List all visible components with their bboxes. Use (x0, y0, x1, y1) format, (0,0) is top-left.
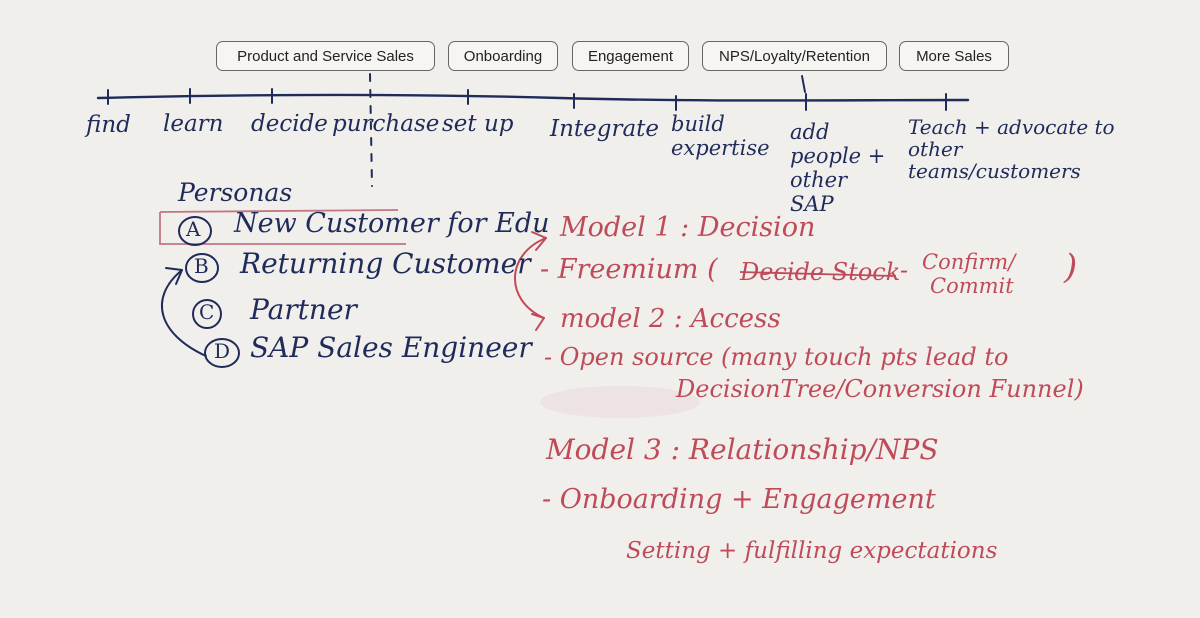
timeline-step-build-expertise: build expertise (671, 112, 770, 160)
timeline-line (96, 93, 970, 102)
stage-pill-more-sales: More Sales (899, 41, 1009, 71)
persona-d-letter: D (214, 339, 231, 363)
persona-a-highlight (159, 209, 406, 245)
model-3-onboarding: - Onboarding + Engagement (542, 484, 936, 515)
model-1-commit: Commit (930, 274, 1014, 298)
stage-pill-engagement: Engagement (572, 41, 689, 71)
model-2-open-source: - Open source (many touch pts lead to (544, 343, 1009, 371)
stage-pill-onboarding: Onboarding (448, 41, 558, 71)
purchase-divider (369, 73, 373, 187)
model-arrow (514, 237, 547, 319)
timeline-ticks (107, 88, 947, 111)
persona-circles (178, 216, 240, 368)
model-2-title: model 2 : Access (560, 304, 781, 334)
timeline-step-teach-advocate: Teach + advocate to other teams/customer… (908, 115, 1115, 183)
stage-pill-product-service-sales: Product and Service Sales (216, 41, 435, 71)
model-3-expectations: Setting + fulfilling expectations (626, 538, 998, 564)
strike-through (739, 271, 897, 277)
persona-a-label: New Customer for Edu (234, 208, 550, 239)
timeline-step-integrate: Integrate (550, 116, 660, 142)
timeline-step-purchase: purchase (332, 111, 440, 137)
persona-a-letter: A (186, 217, 201, 241)
model-1-dash: - (900, 256, 909, 284)
persona-b-label: Returning Customer (240, 247, 531, 280)
timeline-step-decide: decide (251, 111, 328, 137)
model-2-decision-tree: DecisionTree/Conversion Funnel) (676, 375, 1084, 403)
timeline-step-learn: learn (163, 111, 224, 137)
persona-c-letter: C (199, 300, 215, 324)
model-1-confirm: Confirm/ (922, 250, 1016, 274)
stage-pill-nps-loyalty-retention: NPS/Loyalty/Retention (702, 41, 887, 71)
timeline-step-add-people: add people + other SAP (790, 120, 886, 216)
model-1-struck: Decide Stock (740, 258, 901, 286)
model-3-title: Model 3 : Relationship/NPS (546, 433, 939, 466)
model-1-freemium: - Freemium ( (540, 254, 718, 285)
personas-title: Personas (178, 178, 293, 207)
persona-arrow (160, 269, 207, 357)
nps-pointer (801, 75, 806, 93)
persona-d-label: SAP Sales Engineer (250, 331, 532, 364)
timeline-step-find: find (86, 112, 131, 138)
model-1-close-paren: ) (1064, 247, 1078, 287)
timeline-step-set-up: set up (442, 111, 514, 137)
persona-b-letter: B (194, 254, 209, 278)
persona-c-label: Partner (250, 293, 357, 326)
model-1-title: Model 1 : Decision (560, 212, 816, 243)
eraser-smudge (540, 386, 700, 418)
